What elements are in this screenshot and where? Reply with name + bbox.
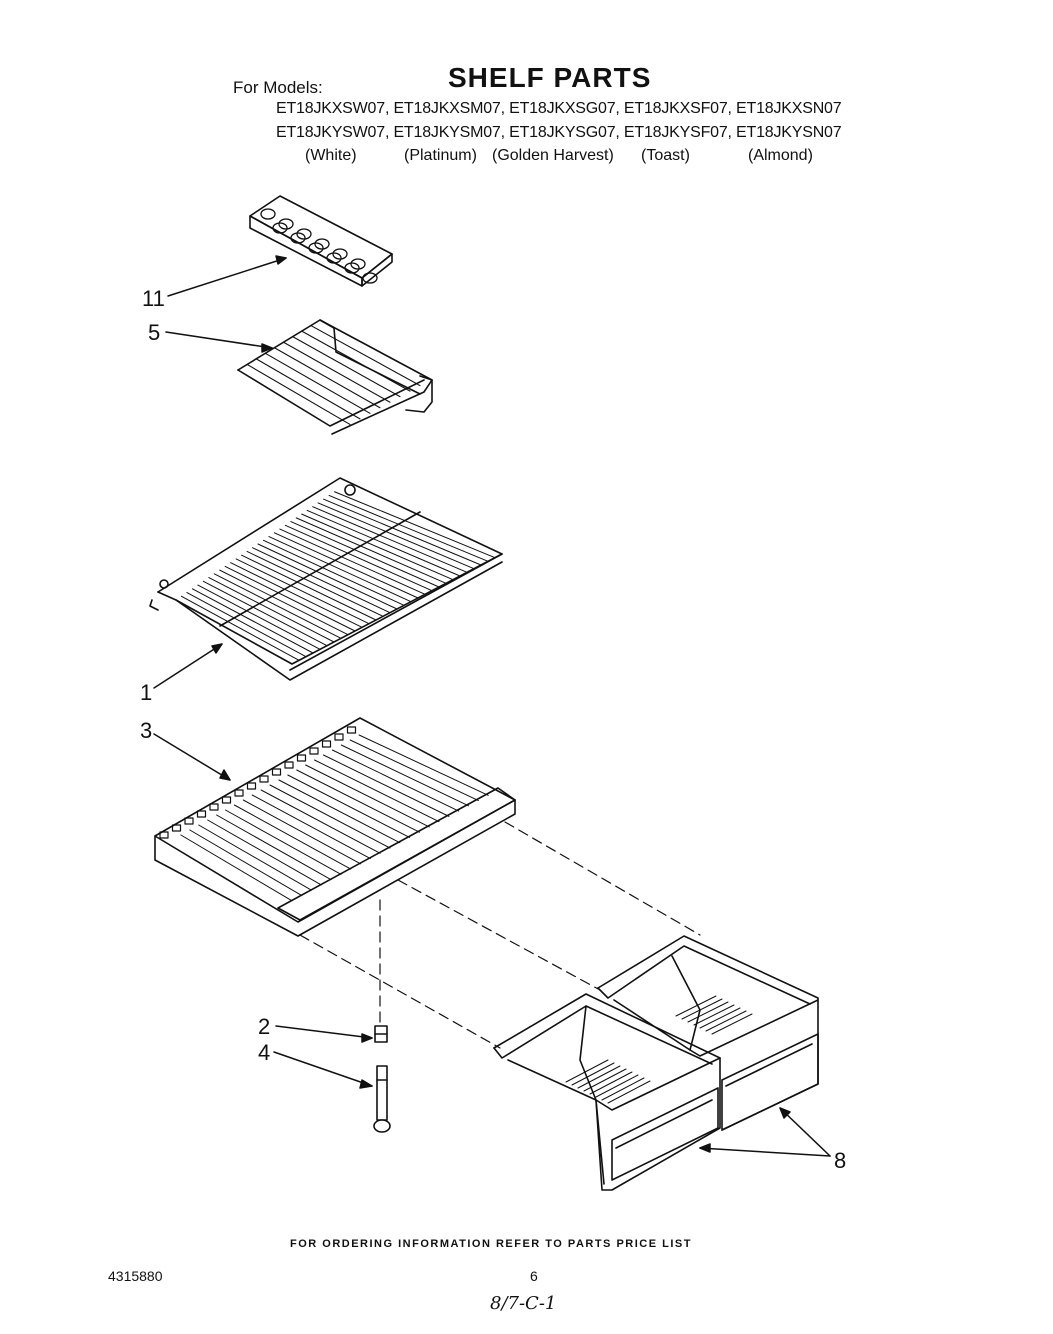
crisper-shelf-icon: [154, 717, 516, 937]
callout-small-shelf: 5: [148, 320, 161, 345]
callout-support: 4: [258, 1040, 271, 1065]
wire-shelf-icon: [149, 477, 503, 681]
callout-cap: 2: [258, 1014, 271, 1039]
model-row-1: ET18JKXSW07, ET18JKXSM07, ET18JKXSG07, E…: [276, 100, 842, 117]
ordering-note: FOR ORDERING INFORMATION REFER TO PARTS …: [290, 1238, 692, 1250]
guide-lines: [299, 821, 701, 1049]
color-toast: (Toast): [641, 147, 690, 164]
color-platinum: (Platinum): [404, 147, 477, 164]
ice-tray-icon: [249, 195, 393, 287]
support-post-icon: [373, 1065, 391, 1133]
small-shelf-icon: [237, 319, 433, 435]
cap-icon: [374, 1025, 388, 1043]
callout-crisper-shelf: 3: [140, 718, 153, 743]
callout-wire-shelf: 1: [140, 680, 153, 705]
callout-ice-tray: 11: [142, 286, 165, 311]
crisper-pan-icon: [493, 935, 819, 1191]
color-golden-harvest: (Golden Harvest): [492, 147, 614, 164]
callout-crisper-pans: 8: [834, 1148, 847, 1173]
color-white: (White): [305, 147, 357, 164]
color-almond: (Almond): [748, 147, 813, 164]
for-models-label: For Models:: [233, 78, 323, 97]
page-number: 6: [530, 1268, 538, 1284]
page-title: SHELF PARTS: [448, 62, 652, 93]
document-number: 4315880: [108, 1268, 163, 1284]
leader-lines: [153, 255, 831, 1157]
handwritten-note: 8/7-C-1: [490, 1293, 557, 1314]
model-row-2: ET18JKYSW07, ET18JKYSM07, ET18JKYSG07, E…: [276, 124, 842, 141]
